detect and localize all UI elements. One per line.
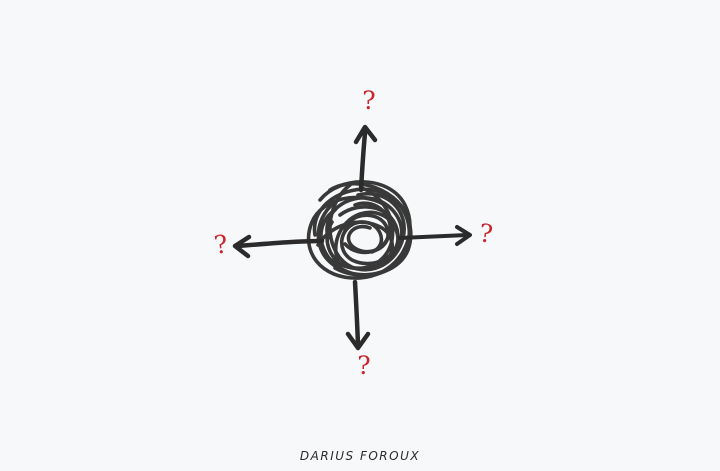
tangled-knot xyxy=(306,180,413,280)
question-mark-top: ? xyxy=(362,86,376,115)
arrow-right xyxy=(398,225,472,246)
arrow-down xyxy=(345,279,371,351)
author-signature: DARIUS FOROUX xyxy=(299,449,421,463)
question-mark-bottom: ? xyxy=(357,351,371,380)
arrow-left xyxy=(232,234,325,259)
question-mark-right: ? xyxy=(477,218,495,249)
